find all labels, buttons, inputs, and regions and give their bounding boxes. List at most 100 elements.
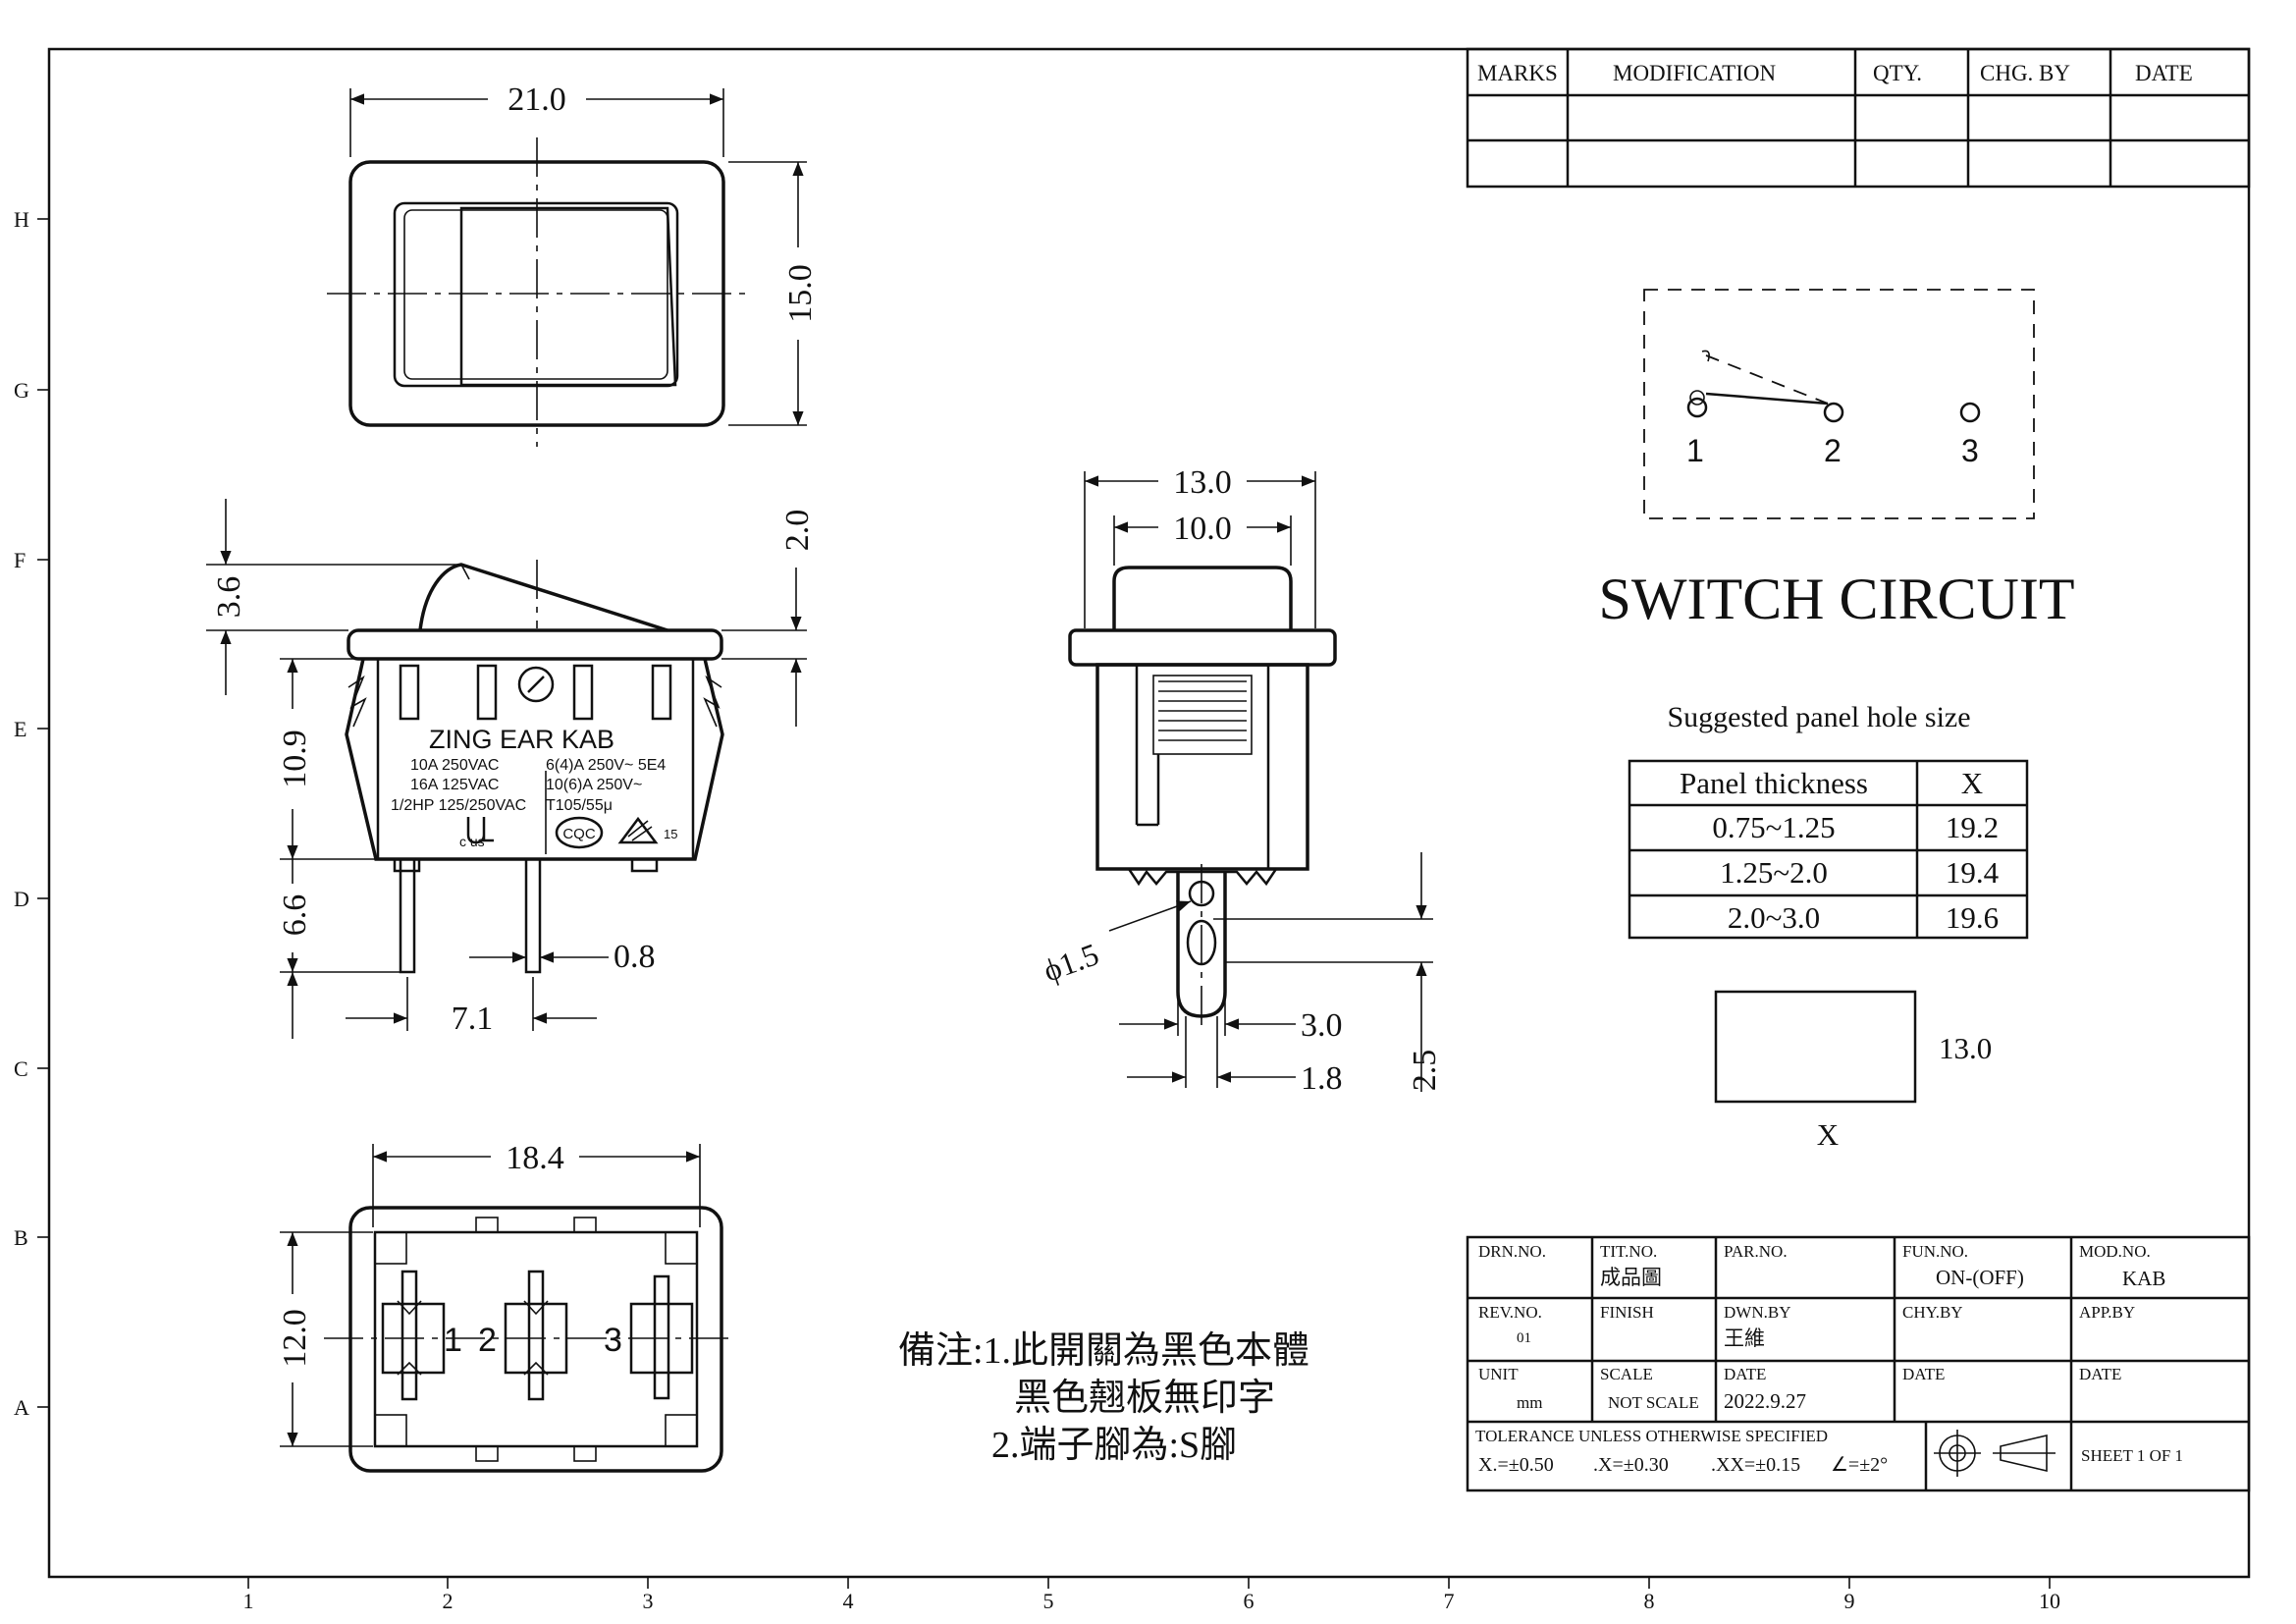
side-ribs bbox=[1158, 680, 1247, 741]
panel-cutout-width: X bbox=[1817, 1117, 1839, 1152]
ul-mark-icon: c us bbox=[459, 817, 494, 849]
front-view: ZING EAR KAB 10A 250VAC 16A 125VAC 1/2HP… bbox=[206, 499, 816, 1039]
col-label: 3 bbox=[643, 1589, 654, 1613]
bottom-terminal-3: 3 bbox=[604, 1322, 622, 1359]
tb-rev-no-value: 01 bbox=[1517, 1330, 1531, 1346]
col-label: 8 bbox=[1644, 1589, 1655, 1613]
dim-10-0: 10.0 bbox=[1113, 511, 1292, 566]
dim-2-5: 2.5 bbox=[1213, 852, 1443, 1092]
dim-13-0: 13.0 bbox=[1084, 464, 1316, 628]
dim-actuator-height: 3.6 bbox=[211, 576, 247, 619]
dim-2-0: 2.0 bbox=[721, 510, 816, 727]
panel-header-thickness: Panel thickness bbox=[1680, 766, 1868, 800]
dim-3-6: 3.6 bbox=[206, 499, 461, 695]
dim-terminal-thickness: 0.8 bbox=[614, 939, 656, 975]
panel-cutout bbox=[1714, 990, 1917, 1104]
dim-top-width: 21.0 bbox=[507, 81, 566, 118]
terminal-slot-2 bbox=[504, 1270, 568, 1401]
tb-mod-no-value: KAB bbox=[2122, 1267, 2165, 1290]
dim-top-height: 15.0 bbox=[782, 264, 819, 323]
bottom-terminal-2: 2 bbox=[478, 1322, 497, 1359]
row-labels: H G F E D C B A bbox=[14, 207, 29, 1420]
side-view: 13.0 10.0 ϕ1.5 3.0 1.8 bbox=[1039, 464, 1443, 1097]
tb-date-value-1: 2022.9.27 bbox=[1724, 1389, 1806, 1413]
dim-rocker-offset: 2.0 bbox=[779, 510, 816, 552]
row-label: C bbox=[14, 1056, 28, 1081]
tb-par-no-label: PAR.NO. bbox=[1724, 1242, 1788, 1261]
label-cert-cul: c us bbox=[459, 834, 485, 849]
tb-tol-x: X.=±0.50 bbox=[1478, 1454, 1554, 1476]
terminal-slot-3 bbox=[629, 1274, 694, 1400]
dim-terminal-length: 6.6 bbox=[277, 894, 313, 937]
col-label: 9 bbox=[1844, 1589, 1855, 1613]
rev-header-date: DATE bbox=[2135, 61, 2193, 85]
tb-date-label-3: DATE bbox=[2079, 1365, 2121, 1383]
tb-tit-no-value: 成品圖 bbox=[1600, 1266, 1662, 1289]
tb-scale-value: NOT SCALE bbox=[1608, 1393, 1699, 1412]
tb-date-label-1: DATE bbox=[1724, 1365, 1766, 1383]
note-line-2: 黑色翹板無印字 bbox=[1014, 1378, 1275, 1419]
tb-drn-no-label: DRN.NO. bbox=[1478, 1242, 1546, 1261]
tb-finish-label: FINISH bbox=[1600, 1303, 1654, 1322]
dim-bottom-width: 18.4 bbox=[506, 1140, 564, 1176]
circuit-terminal-1: 1 bbox=[1686, 433, 1704, 468]
dim-side-width-inner: 10.0 bbox=[1173, 511, 1232, 547]
tb-unit-value: mm bbox=[1517, 1393, 1542, 1412]
col-label: 4 bbox=[843, 1589, 854, 1613]
tb-tit-no-label: TIT.NO. bbox=[1600, 1242, 1657, 1261]
dim-terminal-width: 3.0 bbox=[1301, 1007, 1343, 1044]
label-brand: ZING EAR KAB bbox=[429, 725, 614, 754]
circuit-title: SWITCH CIRCUIT bbox=[1599, 567, 2075, 631]
label-rating-right-3: T105/55μ bbox=[546, 797, 613, 814]
dim-phi-1-5: ϕ1.5 bbox=[1039, 900, 1192, 989]
dim-7-1: 7.1 bbox=[346, 977, 597, 1037]
rev-header-chg-by: CHG. BY bbox=[1980, 61, 2070, 85]
tb-mod-no-label: MOD.NO. bbox=[2079, 1242, 2151, 1261]
dim-body-height: 10.9 bbox=[277, 730, 313, 788]
rev-header-qty: QTY. bbox=[1873, 61, 1922, 85]
label-cert-num: 15 bbox=[664, 827, 677, 841]
tb-tol-xx: .X=±0.30 bbox=[1593, 1454, 1669, 1476]
label-rating-left-3: 1/2HP 125/250VAC bbox=[391, 797, 526, 814]
row-label: B bbox=[14, 1225, 28, 1250]
tb-dwn-by-label: DWN.BY bbox=[1724, 1303, 1790, 1322]
note-line-3: 2.端子腳為:S腳 bbox=[991, 1425, 1237, 1466]
cqc-mark-icon: CQC bbox=[555, 816, 604, 849]
note-line-1: 備注:1.此開關為黑色本體 bbox=[898, 1330, 1309, 1372]
tb-date-label-2: DATE bbox=[1902, 1365, 1945, 1383]
row-ticks bbox=[37, 218, 49, 1408]
tb-chy-by-label: CHY.BY bbox=[1902, 1303, 1963, 1322]
dim-terminal-drop: 2.5 bbox=[1407, 1050, 1443, 1092]
dim-bottom-height: 12.0 bbox=[277, 1309, 313, 1368]
title-block: DRN.NO. TIT.NO. PAR.NO. FUN.NO. MOD.NO. … bbox=[1466, 1235, 2251, 1492]
tb-sheet: SHEET 1 OF 1 bbox=[2081, 1446, 2183, 1465]
row-label: E bbox=[14, 717, 27, 741]
circuit-terminal-2: 2 bbox=[1824, 433, 1842, 468]
label-cert-cqc: CQC bbox=[562, 826, 596, 842]
col-label: 6 bbox=[1244, 1589, 1255, 1613]
tb-fun-no-label: FUN.NO. bbox=[1902, 1242, 1968, 1261]
dim-21: 21.0 bbox=[349, 81, 724, 157]
switch-circuit: 1 2 3 SWITCH CIRCUIT bbox=[1599, 289, 2075, 631]
label-rating-left-1: 10A 250VAC bbox=[410, 757, 499, 774]
dim-18-4: 18.4 bbox=[372, 1140, 701, 1227]
panel-cell: 19.6 bbox=[1946, 900, 1999, 935]
dim-side-width-outer: 13.0 bbox=[1173, 464, 1232, 501]
tb-app-by-label: APP.BY bbox=[2079, 1303, 2135, 1322]
col-ticks bbox=[247, 1577, 2051, 1589]
panel-cell: 19.2 bbox=[1946, 810, 1999, 844]
label-rating-right-1: 6(4)A 250V~ 5E4 bbox=[546, 757, 666, 774]
dim-0-8: 0.8 bbox=[469, 939, 656, 975]
dim-12-0: 12.0 bbox=[277, 1231, 373, 1447]
tb-tol-xxx: .XX=±0.15 bbox=[1711, 1454, 1800, 1476]
row-label: H bbox=[14, 207, 29, 232]
row-label: D bbox=[14, 887, 29, 911]
panel-cell: 0.75~1.25 bbox=[1712, 810, 1835, 844]
panel-header-x: X bbox=[1961, 766, 1983, 800]
bottom-view: 1 2 3 18.4 12.0 bbox=[277, 1140, 736, 1473]
product-label: ZING EAR KAB 10A 250VAC 16A 125VAC 1/2HP… bbox=[391, 725, 677, 849]
tb-rev-no-label: REV.NO. bbox=[1478, 1303, 1542, 1322]
col-label: 10 bbox=[2039, 1589, 2060, 1613]
tb-scale-label: SCALE bbox=[1600, 1365, 1653, 1383]
